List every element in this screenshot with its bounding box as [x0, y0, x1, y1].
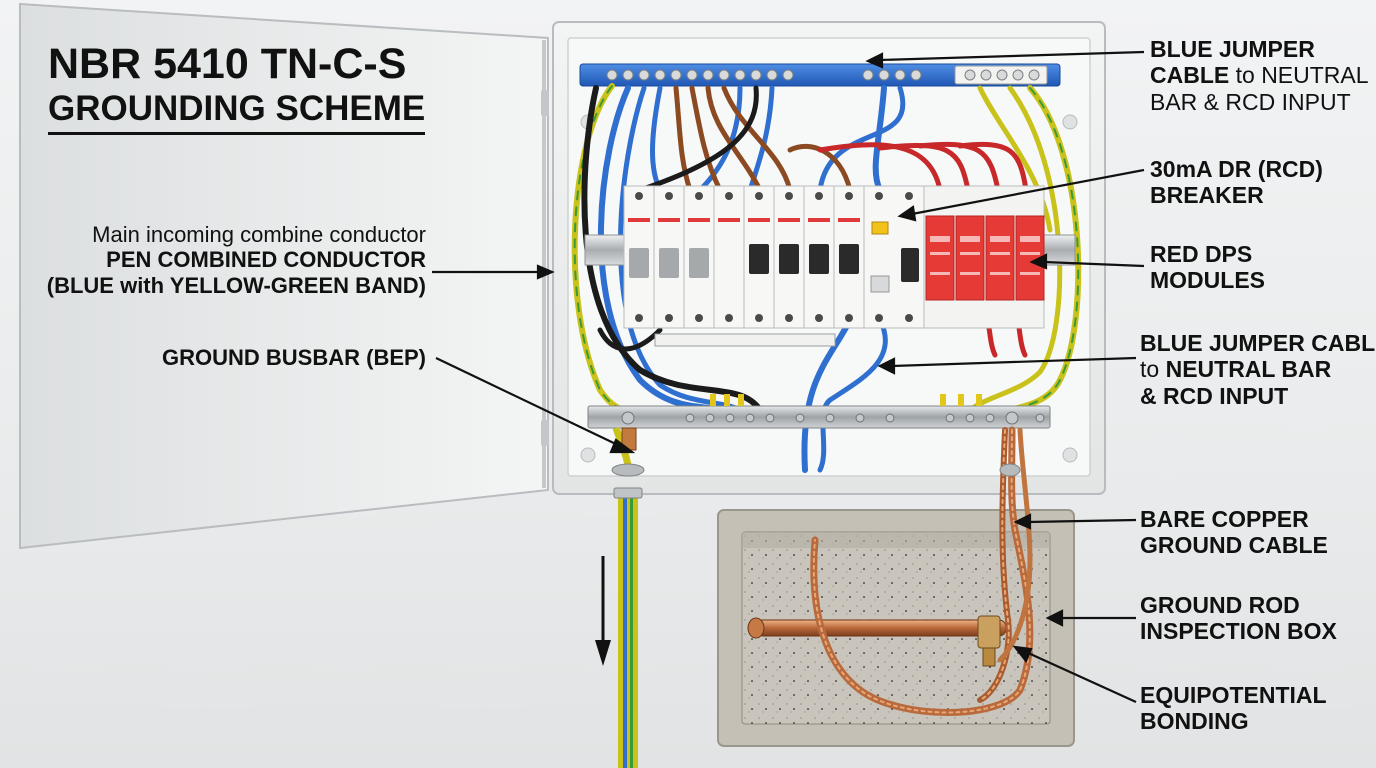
blue-jumper-mid-line-2-pre: to [1140, 356, 1166, 383]
equipotential-label: EQUIPOTENTIAL BONDING [1140, 682, 1327, 735]
arrow-down-icon [595, 556, 611, 666]
ground-rod-line-1: GROUND ROD [1140, 592, 1300, 618]
callout-leaders [432, 50, 1145, 704]
diagram-title: NBR 5410 TN-C-S GROUNDING SCHEME [48, 40, 426, 135]
ground-busbar [587, 394, 1051, 466]
title-line-1: NBR 5410 TN-C-S [48, 40, 407, 88]
blue-jumper-mid-line-2-bold: NEUTRAL BAR [1165, 356, 1332, 383]
dps-label-line-1: RED DPS [1150, 241, 1253, 267]
enclosure-door [19, 2, 549, 550]
ground-rod-label: GROUND ROD INSPECTION BOX [1140, 592, 1337, 645]
blue-jumper-top-line-2-rest: to NEUTRAL [1229, 62, 1369, 89]
equipotential-line-2: BONDING [1140, 708, 1249, 735]
dps-modules [923, 185, 1045, 329]
breaker-row [623, 185, 925, 347]
blue-jumper-mid-line-1: BLUE JUMPER CABLE [1140, 330, 1376, 356]
blue-jumper-top-line-1: BLUE JUMPER [1150, 36, 1315, 62]
blue-jumper-mid-line-3: & RCD INPUT [1140, 382, 1289, 409]
bare-copper-cable [810, 426, 1034, 716]
blue-jumper-top-line-3: BAR & RCD INPUT [1150, 88, 1351, 115]
equipotential-line-1: EQUIPOTENTIAL [1140, 682, 1327, 708]
pen-label-line-3: (BLUE with YELLOW-GREEN BAND) [46, 272, 426, 298]
rcd-breaker-label: 30mA DR (RCD) BREAKER [1150, 156, 1323, 209]
pen-conductor [611, 463, 645, 768]
pen-label-line-1: Main incoming combine conductor [92, 222, 426, 247]
rcd-label-line-2: BREAKER [1150, 182, 1264, 209]
bare-copper-label: BARE COPPER GROUND CABLE [1140, 506, 1328, 559]
dps-modules-label: RED DPS MODULES [1150, 241, 1265, 294]
pen-conductor-label: Main incoming combine conductor PEN COMB… [47, 222, 426, 298]
ground-busbar-label: GROUND BUSBAR (BEP) [162, 345, 426, 370]
blue-jumper-mid-label: BLUE JUMPER CABLE to NEUTRAL BAR & RCD I… [1140, 330, 1376, 409]
ground-rod-inspection-box [717, 509, 1075, 747]
bare-copper-line-2: GROUND CABLE [1140, 532, 1328, 559]
label-strip [654, 333, 836, 347]
pen-label-line-2: PEN COMBINED CONDUCTOR [106, 247, 426, 273]
rcd-label-line-1: 30mA DR (RCD) [1150, 156, 1323, 182]
bare-copper-line-1: BARE COPPER [1140, 506, 1309, 532]
blue-jumper-top-line-2-bold: CABLE [1150, 62, 1230, 89]
ground-rod-line-2: INSPECTION BOX [1140, 618, 1337, 645]
title-line-2: GROUNDING SCHEME [48, 89, 426, 135]
blue-jumper-top-label: BLUE JUMPER CABLE to NEUTRAL BAR & RCD I… [1150, 36, 1369, 115]
dps-label-line-2: MODULES [1150, 267, 1265, 294]
neutral-busbar [579, 63, 1061, 87]
